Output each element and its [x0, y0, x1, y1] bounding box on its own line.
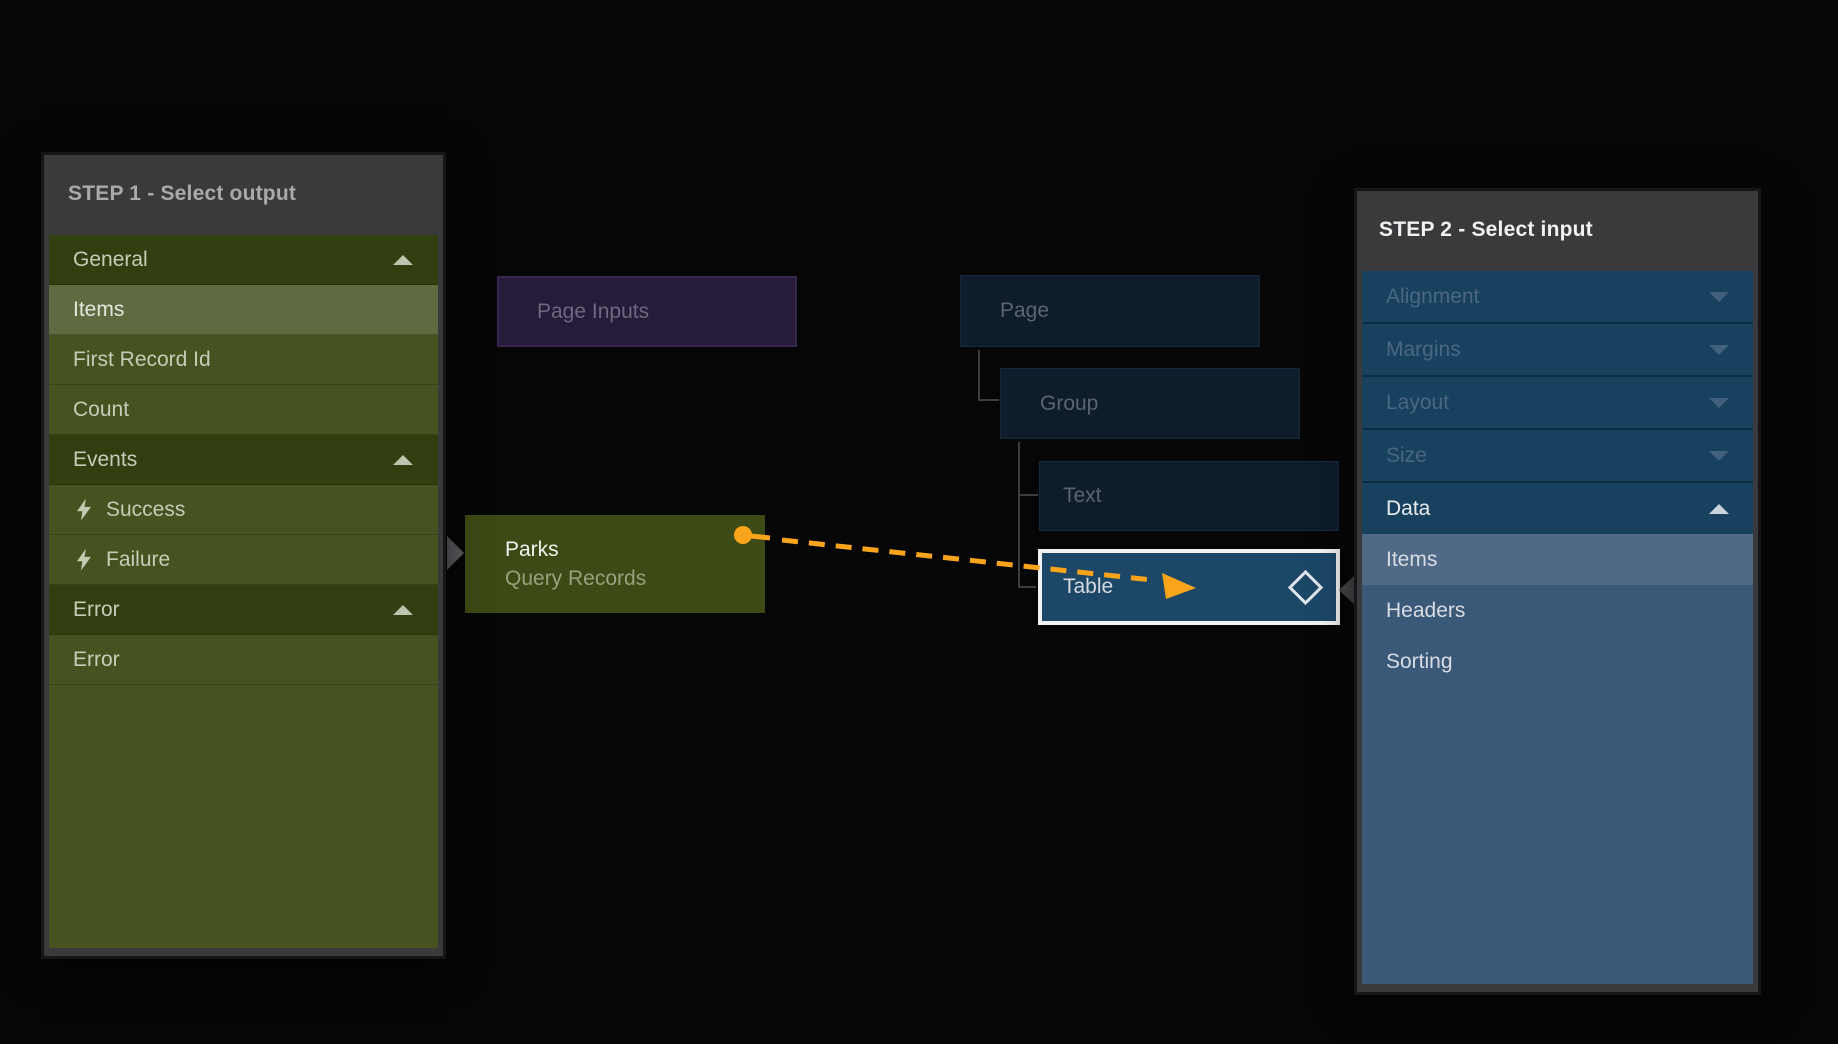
step2-row-headers[interactable]: Headers: [1362, 585, 1753, 636]
step2-list-filler: [1362, 687, 1753, 984]
step2-row-alignment[interactable]: Alignment: [1362, 271, 1753, 324]
row-label: Events: [73, 447, 138, 471]
row-label: Items: [73, 297, 125, 321]
step2-row-items[interactable]: Items: [1362, 534, 1753, 585]
row-label: Items: [1386, 547, 1438, 571]
step1-list-filler: [49, 685, 438, 948]
step1-panel-title: STEP 1 - Select output: [68, 182, 297, 205]
row-label: Sorting: [1386, 649, 1453, 673]
table-node[interactable]: Table: [1038, 549, 1340, 625]
step1-row-events[interactable]: Events: [49, 435, 438, 485]
page-node[interactable]: Page: [960, 275, 1260, 347]
step1-panel-pointer-icon: [447, 536, 464, 570]
chevron-up-icon: [1709, 503, 1729, 514]
chevron-down-icon: [1709, 450, 1729, 461]
row-label: First Record Id: [73, 347, 211, 371]
row-label: Count: [73, 397, 130, 421]
lightning-icon: [77, 498, 91, 521]
step1-row-general[interactable]: General: [49, 235, 438, 285]
step2-row-size[interactable]: Size: [1362, 430, 1753, 483]
group-node[interactable]: Group: [1000, 368, 1300, 439]
step1-row-failure[interactable]: Failure: [49, 535, 438, 585]
parks-query-node[interactable]: Parks Query Records: [465, 515, 765, 613]
chevron-down-icon: [1709, 397, 1729, 408]
row-label: Margins: [1386, 337, 1461, 361]
step2-row-margins[interactable]: Margins: [1362, 324, 1753, 377]
table-node-label: Table: [1063, 575, 1114, 598]
row-label: Size: [1386, 443, 1427, 467]
row-label: Alignment: [1386, 284, 1480, 308]
chevron-up-icon: [393, 604, 413, 615]
step2-row-data[interactable]: Data: [1362, 483, 1753, 534]
chevron-up-icon: [393, 254, 413, 265]
text-node[interactable]: Text: [1039, 461, 1339, 531]
step1-row-error-section[interactable]: Error: [49, 585, 438, 635]
step1-row-count[interactable]: Count: [49, 385, 438, 435]
row-label: Layout: [1386, 390, 1450, 414]
connector-page-group: [978, 350, 999, 401]
step2-input-list: Alignment Margins Layout Size Data Items: [1362, 271, 1753, 984]
step1-row-items[interactable]: Items: [49, 285, 438, 335]
row-label: Success: [106, 497, 186, 521]
step1-row-first-record-id[interactable]: First Record Id: [49, 335, 438, 385]
lightning-icon: [77, 548, 91, 571]
step2-panel-title: STEP 2 - Select input: [1379, 218, 1593, 241]
step2-row-layout[interactable]: Layout: [1362, 377, 1753, 430]
row-label: Error: [73, 597, 120, 621]
parks-node-title: Parks: [505, 538, 559, 561]
row-label: Data: [1386, 496, 1431, 520]
step2-row-sorting[interactable]: Sorting: [1362, 636, 1753, 687]
group-node-label: Group: [1040, 391, 1099, 415]
connector-group-table: [1018, 442, 1036, 588]
row-label: Failure: [106, 547, 171, 571]
step1-row-success[interactable]: Success: [49, 485, 438, 535]
step1-panel: STEP 1 - Select output General Items Fir…: [41, 152, 446, 959]
step2-panel-pointer-icon: [1339, 573, 1357, 607]
row-label: General: [73, 247, 148, 271]
step1-row-error[interactable]: Error: [49, 635, 438, 685]
row-label: Error: [73, 647, 120, 671]
step1-output-list: General Items First Record Id Count Even…: [49, 235, 438, 948]
parks-node-subtitle: Query Records: [505, 567, 647, 590]
chevron-up-icon: [393, 454, 413, 465]
text-node-label: Text: [1063, 484, 1102, 507]
chevron-down-icon: [1709, 291, 1729, 302]
step2-panel: STEP 2 - Select input Alignment Margins …: [1354, 188, 1761, 995]
chevron-down-icon: [1709, 344, 1729, 355]
diamond-icon: [1287, 569, 1324, 605]
page-inputs-node[interactable]: Page Inputs: [497, 276, 797, 347]
page-inputs-node-label: Page Inputs: [537, 299, 650, 323]
row-label: Headers: [1386, 598, 1466, 622]
page-node-label: Page: [1000, 299, 1050, 322]
